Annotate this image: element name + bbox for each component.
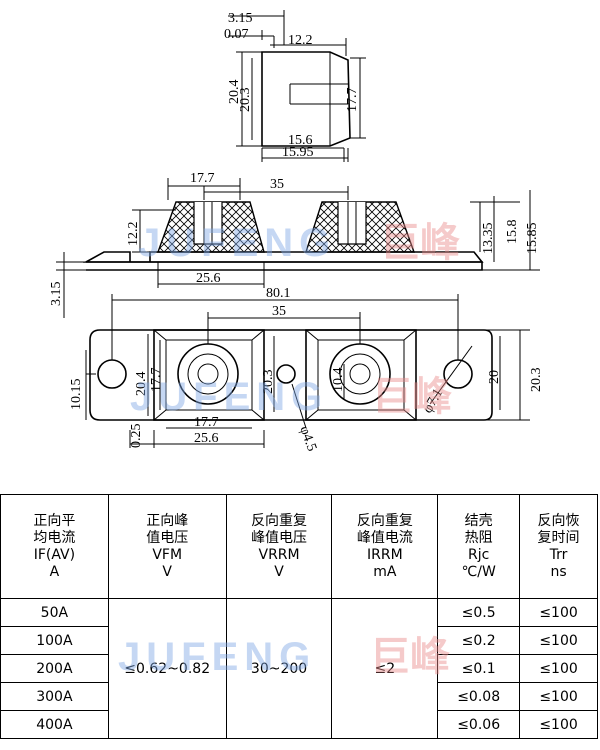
spec-table: 正向平 均电流 IF(AV) A 正向峰 值电压 VFM V 反向重复 峰值电压… xyxy=(0,494,598,739)
header-trr: 反向恢 复时间 Trr ns xyxy=(519,494,598,599)
cell-rjc: ≤0.08 xyxy=(437,682,521,711)
top-view: 3.15 0.07 12.2 20.4 20.3 17.7 15.6 15.95 xyxy=(224,10,366,162)
watermark-cn-2: 巨峰 xyxy=(372,374,452,420)
table-row: 50A ≤0.62~0.82 30~200 ≤2 ≤0.5 ≤100 xyxy=(0,598,598,739)
table-row: 100A ≤0.2 ≤100 xyxy=(0,626,598,655)
dim-12-2-top: 12.2 xyxy=(288,33,313,48)
watermark-cn: 巨峰 xyxy=(380,220,460,266)
dim-35-side: 35 xyxy=(270,177,284,192)
header-vrrm: 反向重复 峰值电压 VRRM V xyxy=(225,494,333,599)
cell-irrm: ≤2 xyxy=(331,598,439,739)
dim-25-6-side: 25.6 xyxy=(196,271,221,286)
dim-17-7-top: 17.7 xyxy=(345,88,360,113)
cell-vfm: ≤0.62~0.82 xyxy=(107,598,227,739)
dim-20-4-plan: 20.4 xyxy=(134,372,149,397)
header-vrrm-l4: V xyxy=(274,563,284,580)
table-row: 200A ≤0.1 ≤100 xyxy=(0,654,598,683)
dim-phi-4-5: φ4.5 xyxy=(296,424,319,453)
dim-13-35: 13.35 xyxy=(481,223,496,255)
dim-20-4-top: 20.4 xyxy=(227,80,242,105)
cell-current: 100A xyxy=(0,626,109,655)
dim-20-3-plan-mid: 20.3 xyxy=(261,370,276,395)
dim-20-3-plan-right: 20.3 xyxy=(529,368,544,393)
dim-35-plan: 35 xyxy=(272,304,286,319)
cell-trr: ≤100 xyxy=(519,710,598,739)
header-vrrm-l3: VRRM xyxy=(258,546,300,563)
header-trr-l4: ns xyxy=(550,563,567,580)
watermark-drawing: JUFENG 巨峰 JUFENG 巨峰 xyxy=(130,220,460,420)
technical-drawing: 3.15 0.07 12.2 20.4 20.3 17.7 15.6 15.95… xyxy=(49,10,544,453)
header-irrm-l1: 反向重复 xyxy=(356,512,413,529)
dim-15-8: 15.8 xyxy=(505,220,520,245)
dim-3-15-top: 3.15 xyxy=(228,11,253,26)
dim-0-07: 0.07 xyxy=(224,27,249,42)
header-vfm-l4: V xyxy=(162,563,172,580)
cell-current: 300A xyxy=(0,682,109,711)
header-if-l1: 正向平 xyxy=(33,512,76,529)
dim-20-3-top: 20.3 xyxy=(238,88,253,113)
cell-trr: ≤100 xyxy=(519,598,598,627)
cell-trr: ≤100 xyxy=(519,654,598,683)
cell-rjc: ≤0.1 xyxy=(437,654,521,683)
plan-view: 80.1 35 20.4 17.7 20.3 10.4 φ7.1 20 20.3… xyxy=(69,286,544,453)
header-if-l4: A xyxy=(49,563,60,580)
dim-0-25: 0.25 xyxy=(129,424,144,449)
header-irrm-l3: IRRM xyxy=(367,546,403,563)
cell-rjc: ≤0.5 xyxy=(437,598,521,627)
dim-17-7-side: 17.7 xyxy=(190,171,215,186)
header-rjc-l3: Rjc xyxy=(468,546,490,563)
header-rjc-l1: 结壳 xyxy=(464,512,493,529)
dim-25-6-plan: 25.6 xyxy=(194,431,219,446)
dim-12-2-side: 12.2 xyxy=(126,222,141,247)
cell-trr: ≤100 xyxy=(519,682,598,711)
dim-10-4: 10.4 xyxy=(331,368,346,393)
watermark-latin: JUFENG xyxy=(138,221,336,265)
header-trr-l3: Trr xyxy=(549,546,568,563)
header-vfm-l3: VFM xyxy=(152,546,183,563)
header-trr-l1: 反向恢 xyxy=(537,512,580,529)
dim-15-85: 15.85 xyxy=(525,223,540,255)
header-irrm-l2: 峰值电流 xyxy=(356,529,413,546)
dim-20-plan: 20 xyxy=(487,370,502,384)
header-vfm-l2: 值电压 xyxy=(146,529,189,546)
header-rjc-l4: ℃/W xyxy=(461,563,496,580)
dim-3-15-side: 3.15 xyxy=(49,282,64,307)
header-vfm: 正向峰 值电压 VFM V xyxy=(107,494,227,599)
header-rjc-l2: 热阻 xyxy=(464,529,493,546)
header-rjc: 结壳 热阻 Rjc ℃/W xyxy=(437,494,521,599)
header-if: 正向平 均电流 IF(AV) A xyxy=(0,494,109,599)
cell-current: 400A xyxy=(0,710,109,739)
cell-vrrm: 30~200 xyxy=(225,598,333,739)
dim-80-1: 80.1 xyxy=(266,286,291,301)
watermark-latin-2: JUFENG xyxy=(130,375,328,419)
cell-current: 50A xyxy=(0,598,109,627)
header-vrrm-l2: 峰值电压 xyxy=(251,529,308,546)
dim-15-6: 15.6 xyxy=(288,133,313,148)
header-if-l3: IF(AV) xyxy=(33,546,76,563)
header-vfm-l1: 正向峰 xyxy=(146,512,189,529)
spec-header-row: 正向平 均电流 IF(AV) A 正向峰 值电压 VFM V 反向重复 峰值电压… xyxy=(0,494,598,599)
cell-rjc: ≤0.2 xyxy=(437,626,521,655)
header-irrm-l4: mA xyxy=(373,563,397,580)
dim-17-7-plan-h: 17.7 xyxy=(194,415,219,430)
dim-10-15: 10.15 xyxy=(69,379,84,411)
dim-15-95: 15.95 xyxy=(282,145,314,160)
header-if-l2: 均电流 xyxy=(33,529,76,546)
header-vrrm-l1: 反向重复 xyxy=(251,512,308,529)
dim-17-7-plan-v: 17.7 xyxy=(149,368,164,393)
cell-current: 200A xyxy=(0,654,109,683)
header-irrm: 反向重复 峰值电流 IRRM mA xyxy=(331,494,439,599)
side-view: 17.7 35 12.2 25.6 13.35 15.8 15.85 3.15 xyxy=(49,171,540,318)
cell-trr: ≤100 xyxy=(519,626,598,655)
table-row: 400A ≤0.06 ≤100 xyxy=(0,710,598,739)
cell-rjc: ≤0.06 xyxy=(437,710,521,739)
header-trr-l2: 复时间 xyxy=(537,529,580,546)
